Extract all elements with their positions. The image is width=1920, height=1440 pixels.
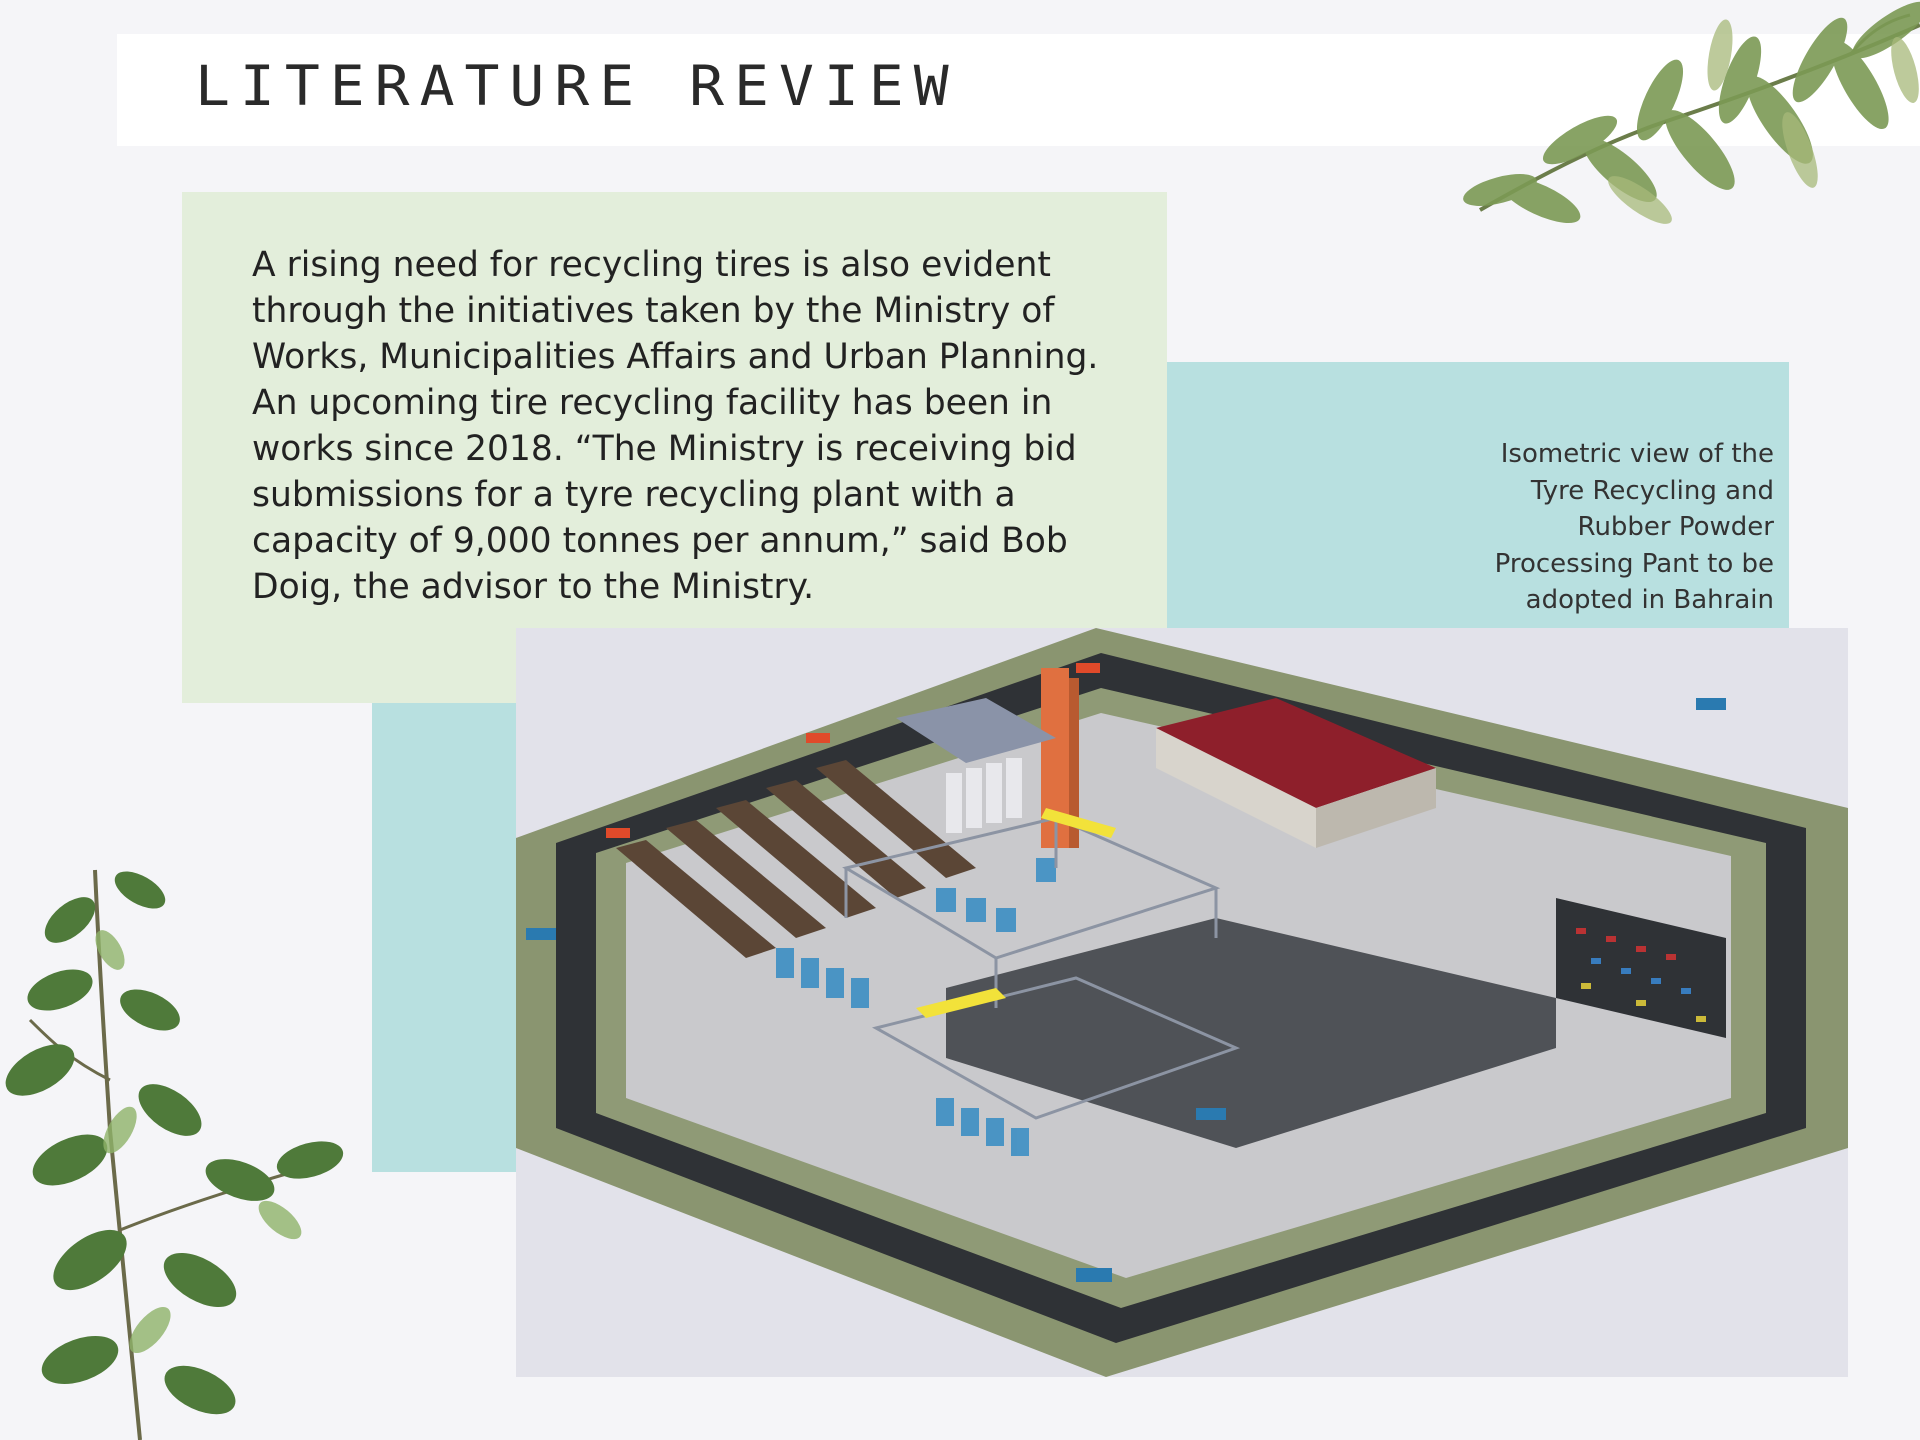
plant-isometric-image — [516, 628, 1848, 1377]
plant-illustration — [516, 628, 1848, 1377]
text-panel: A rising need for recycling tires is als… — [182, 192, 1167, 703]
caption-line: adopted in Bahrain — [1525, 585, 1774, 615]
header-bar: LITERATURE REVIEW — [117, 34, 1920, 146]
body-paragraph: A rising need for recycling tires is als… — [252, 245, 1099, 607]
caption-line: Isometric view of the — [1500, 439, 1774, 469]
caption-line: Processing Pant to be — [1494, 548, 1774, 579]
page-title: LITERATURE REVIEW — [195, 53, 959, 119]
leaf-branch-top-right — [1463, 1, 1920, 224]
image-caption: Isometric view of the Tyre Recycling and… — [1380, 436, 1774, 619]
caption-line: Tyre Recycling and — [1530, 475, 1774, 506]
leaf-branch-bottom-left — [5, 869, 344, 1440]
caption-line: Rubber Powder — [1577, 512, 1774, 542]
